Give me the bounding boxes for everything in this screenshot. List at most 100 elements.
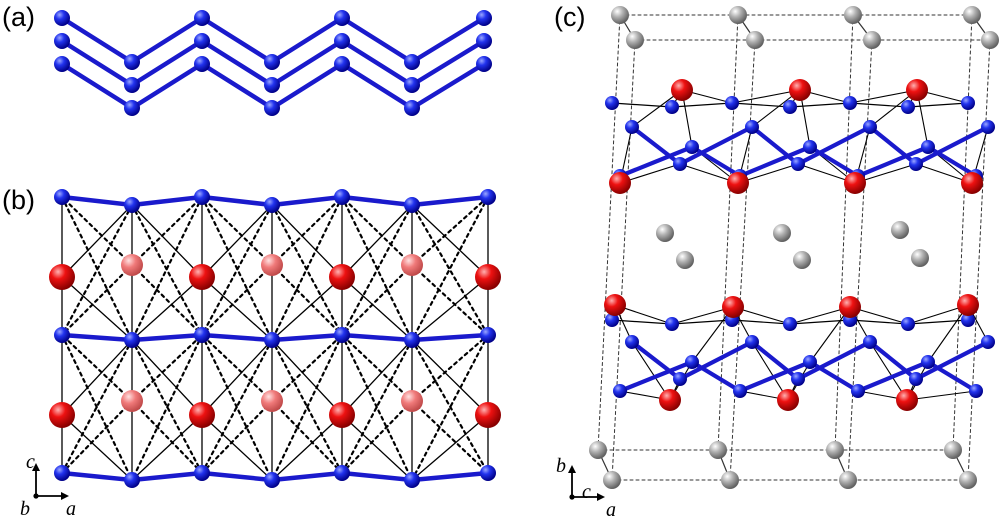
dotted-bond: [130, 333, 204, 482]
dotted-bond: [410, 333, 490, 403]
atom-blue: [981, 120, 995, 134]
atom-blue: [901, 317, 915, 331]
dotted-bond: [130, 333, 204, 403]
atom-red: [839, 296, 861, 318]
chain-bond: [855, 359, 931, 394]
atom-blue: [625, 335, 639, 349]
atom-blue: [480, 189, 496, 205]
chain-bond: [629, 339, 683, 382]
atom-blue: [745, 335, 759, 349]
dotted-bond: [270, 338, 344, 475]
chain-bond: [617, 144, 695, 179]
chain-bond: [129, 194, 205, 208]
chain-bond: [199, 332, 275, 343]
atom-gray: [656, 224, 674, 242]
atom-red: [671, 79, 693, 101]
atom-blue: [851, 384, 865, 398]
solid-bond: [131, 414, 203, 481]
chain-bond: [913, 339, 991, 382]
atom-blue: [961, 313, 975, 327]
atom-blue: [791, 372, 805, 386]
atom-red: [329, 402, 355, 428]
panel-c-label: (c): [554, 2, 585, 32]
panel-b-label: (b): [2, 185, 35, 215]
atom-red: [896, 389, 918, 411]
axis-b-label: b: [20, 498, 30, 519]
chain-bond: [677, 339, 755, 382]
solid-bond: [789, 102, 851, 108]
solid-bond: [341, 204, 413, 278]
dotted-bond: [270, 399, 344, 475]
solid-bond: [201, 414, 273, 481]
atom-red-faded: [121, 254, 143, 276]
atom-blue: [194, 56, 210, 72]
atom-blue: [665, 317, 679, 331]
atom-gray: [944, 441, 962, 459]
atom-blue: [54, 10, 70, 26]
atom-blue: [673, 157, 687, 171]
atom-gray: [826, 441, 844, 459]
solid-bond: [201, 339, 273, 416]
solid-bond: [731, 319, 791, 325]
atom-blue: [54, 33, 70, 49]
atom-red: [777, 389, 799, 411]
atom-red: [329, 264, 355, 290]
atom-blue: [334, 465, 350, 481]
dotted-bond: [60, 338, 134, 475]
solid-bond: [131, 276, 203, 341]
atom-gray: [589, 441, 607, 459]
solid-bond: [809, 306, 851, 363]
solid-bond: [849, 89, 918, 104]
panel-a-label: (a): [2, 2, 35, 32]
atom-gray: [793, 251, 811, 269]
chain-bond: [269, 194, 345, 208]
atom-gray: [844, 6, 862, 24]
atom-red: [722, 296, 744, 318]
chain-bond: [807, 359, 861, 394]
chain-bond: [269, 38, 345, 88]
solid-bond: [61, 339, 133, 416]
dotted-bond: [130, 338, 204, 475]
atom-blue: [480, 465, 496, 481]
atom-red: [189, 264, 215, 290]
atom-blue: [673, 372, 687, 386]
atom-gray: [603, 471, 621, 489]
dotted-bond: [340, 263, 414, 337]
atom-blue: [685, 355, 699, 369]
dotted-bond: [340, 195, 414, 267]
solid-bond: [907, 319, 969, 325]
atom-blue: [124, 332, 140, 348]
chain-bond: [269, 332, 345, 343]
dotted-bond: [200, 333, 274, 403]
atom-blue: [685, 140, 699, 154]
atom-blue: [264, 197, 280, 213]
dotted-bond: [340, 333, 414, 403]
chain-bond: [689, 359, 743, 394]
atom-red-faded: [261, 254, 283, 276]
solid-bond: [671, 319, 733, 325]
atom-blue: [264, 472, 280, 488]
atom-blue: [194, 327, 210, 343]
atom-red: [906, 79, 928, 101]
atom-blue: [124, 472, 140, 488]
dotted-bond: [60, 263, 134, 337]
atom-red-faded: [121, 390, 143, 412]
chain-bond: [689, 144, 743, 179]
atom-blue: [791, 157, 805, 171]
chain-bond: [59, 470, 135, 483]
atom-gray: [709, 441, 727, 459]
solid-bond: [906, 390, 977, 401]
dotted-bond: [270, 333, 344, 403]
atom-blue: [909, 157, 923, 171]
dotted-bond: [270, 203, 344, 337]
dotted-bond: [200, 338, 274, 475]
solid-bond: [61, 276, 133, 341]
atom-blue: [863, 120, 877, 134]
atom-gray: [773, 224, 791, 242]
dotted-bond: [340, 338, 414, 475]
axis-a-label-c: a: [606, 499, 616, 519]
solid-bond: [411, 339, 489, 416]
solid-bond: [927, 304, 969, 363]
atom-gray: [721, 471, 739, 489]
atom-blue: [404, 472, 420, 488]
